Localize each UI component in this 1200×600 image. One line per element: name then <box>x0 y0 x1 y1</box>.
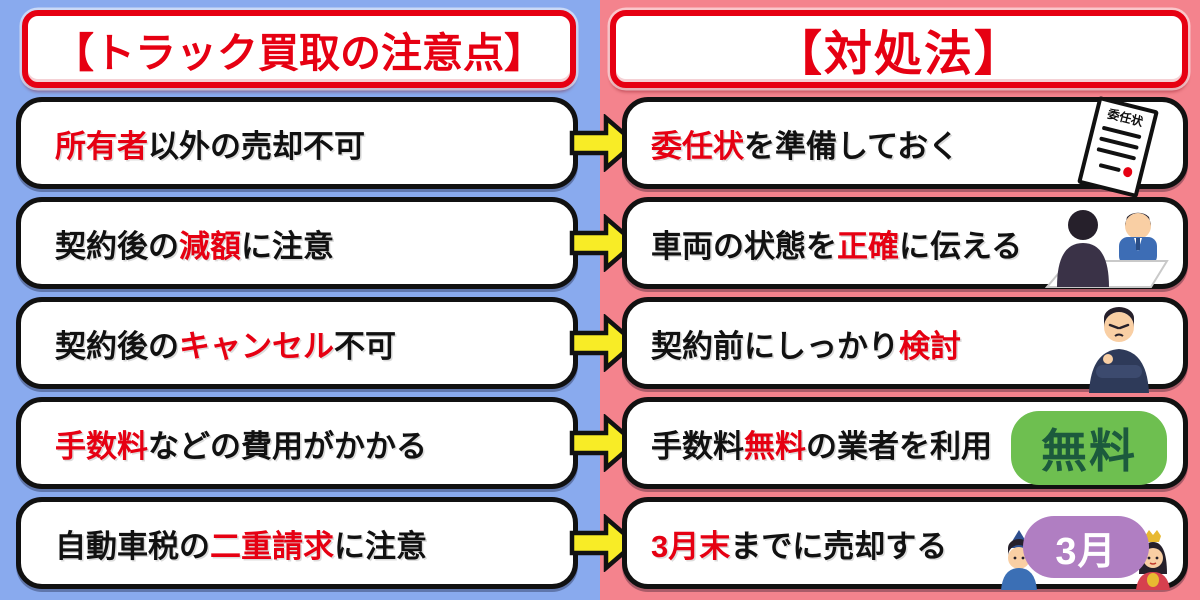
row-tax: 自動車税の二重請求に注意 3月末までに売却する 3月 <box>0 497 1200 590</box>
row-fees: 手数料などの費用がかかる 手数料無料の業者を利用 無料 <box>0 397 1200 489</box>
solution-text: 委任状を準備しておく <box>651 128 960 164</box>
row-owner: 所有者以外の売却不可 委任状を準備しておく 委任状 <box>0 95 1200 199</box>
caution-text: 自動車税の二重請求に注意 <box>55 528 427 564</box>
free-sign-label: 無料 <box>1041 425 1137 477</box>
document-line <box>1098 163 1121 173</box>
arrow-right-icon <box>569 514 639 572</box>
caution-text: 契約後のキャンセル不可 <box>55 328 396 364</box>
caution-box: 契約後の減額に注意 <box>16 197 578 289</box>
solution-box: 3月末までに売却する 3月 <box>622 497 1188 590</box>
document-line <box>1099 136 1139 150</box>
caution-box: 所有者以外の売却不可 <box>16 97 578 189</box>
document-signature <box>1092 159 1134 179</box>
solution-text: 手数料無料の業者を利用 <box>651 428 992 464</box>
negotiation-people-illustration <box>1039 205 1171 291</box>
caution-box: 自動車税の二重請求に注意 <box>16 497 578 589</box>
solution-box: 契約前にしっかり検討 <box>622 297 1188 393</box>
thinking-man-illustration <box>1079 303 1159 393</box>
march-banner-label: 3月 <box>1055 530 1117 573</box>
caution-box: 契約後のキャンセル不可 <box>16 297 578 389</box>
caution-text: 所有者以外の売却不可 <box>55 128 365 164</box>
document-line <box>1096 147 1137 161</box>
thinking-man-icon <box>1089 307 1149 393</box>
solution-box: 委任状を準備しておく 委任状 <box>622 95 1188 199</box>
caution-box: 手数料などの費用がかかる <box>16 397 578 489</box>
solution-text: 車両の状態を正確に伝える <box>651 228 1023 264</box>
solution-box: 車両の状態を正確に伝える <box>622 197 1188 289</box>
header-cautions: 【トラック買取の注意点】 <box>22 10 576 88</box>
caution-text: 契約後の減額に注意 <box>55 228 334 264</box>
solution-box: 手数料無料の業者を利用 無料 <box>622 397 1188 489</box>
march-dolls-illustration: 3月 <box>997 506 1175 590</box>
march-banner: 3月 <box>1023 516 1149 578</box>
row-cancel: 契約後のキャンセル不可 契約前にしっかり検討 <box>0 297 1200 393</box>
arrow-right-icon <box>569 314 639 372</box>
red-seal-icon <box>1122 166 1134 179</box>
caution-text: 手数料などの費用がかかる <box>55 428 427 464</box>
solution-text: 3月末までに売却する <box>651 528 948 564</box>
arrow-right-icon <box>569 414 639 472</box>
document-icon: 委任状 <box>1077 95 1159 199</box>
solution-text: 契約前にしっかり検討 <box>651 328 961 364</box>
negotiation-icon <box>1044 210 1169 288</box>
row-price-cut: 契約後の減額に注意 車両の状態を正確に伝える <box>0 197 1200 289</box>
header-solutions: 【対処法】 <box>610 10 1188 88</box>
arrow-right-icon <box>569 114 639 172</box>
free-sign-illustration: 無料 <box>1011 411 1167 485</box>
poa-document-illustration: 委任状 <box>1077 95 1161 199</box>
arrow-right-icon <box>569 214 639 272</box>
header-solutions-label: 【対処法】 <box>773 28 1024 81</box>
header-cautions-label: 【トラック買取の注意点】 <box>53 30 545 76</box>
document-title: 委任状 <box>1106 106 1145 130</box>
